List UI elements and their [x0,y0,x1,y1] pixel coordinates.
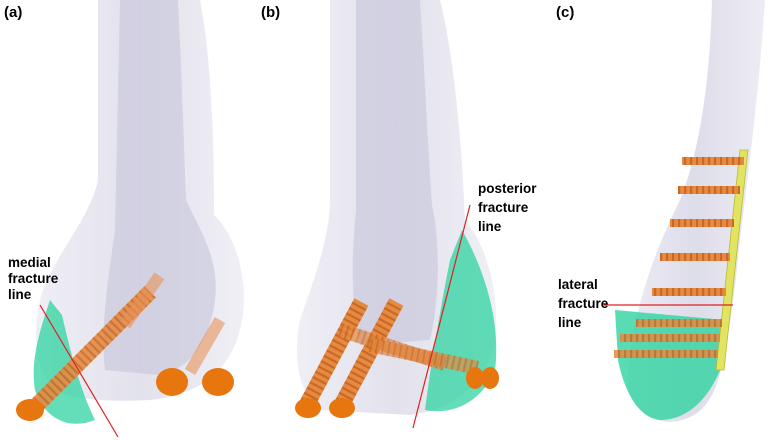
screw-head-a2 [156,368,188,396]
annotation-b-line1: posterior [478,181,537,196]
annotation-c-line3: line [558,315,582,330]
panel-label-a: (a) [4,4,22,21]
posterior-fracture-line [412,204,471,429]
screw-head-a1 [16,399,44,421]
panel-a: (a) medial fracture line [4,0,244,438]
annotation-a-line2: fracture [8,271,59,286]
plate-c [715,149,749,371]
screws-a [16,272,234,421]
bone-a [36,0,244,401]
medial-fracture-line [39,304,119,438]
annotation-a-line1: medial [8,255,51,270]
screws-c [614,157,744,358]
screws-b [295,298,499,418]
panel-label-c: (c) [556,4,574,21]
annotation-b-line2: fracture [478,200,529,215]
panel-b: (b) posterior fracture line [261,0,537,429]
annotation-a-line3: line [8,287,32,302]
screw-head-a3 [202,368,234,396]
screw-head-b4 [481,367,499,389]
annotation-c-line2: fracture [558,296,609,311]
screw-head-b2 [329,398,355,418]
screw-head-b3 [466,367,484,389]
panel-label-b: (b) [261,4,280,21]
annotation-b-line3: line [478,219,502,234]
screw-head-b1 [295,398,321,418]
annotation-c-line1: lateral [558,277,598,292]
panel-c: (c) lateral fracture line [556,0,765,422]
